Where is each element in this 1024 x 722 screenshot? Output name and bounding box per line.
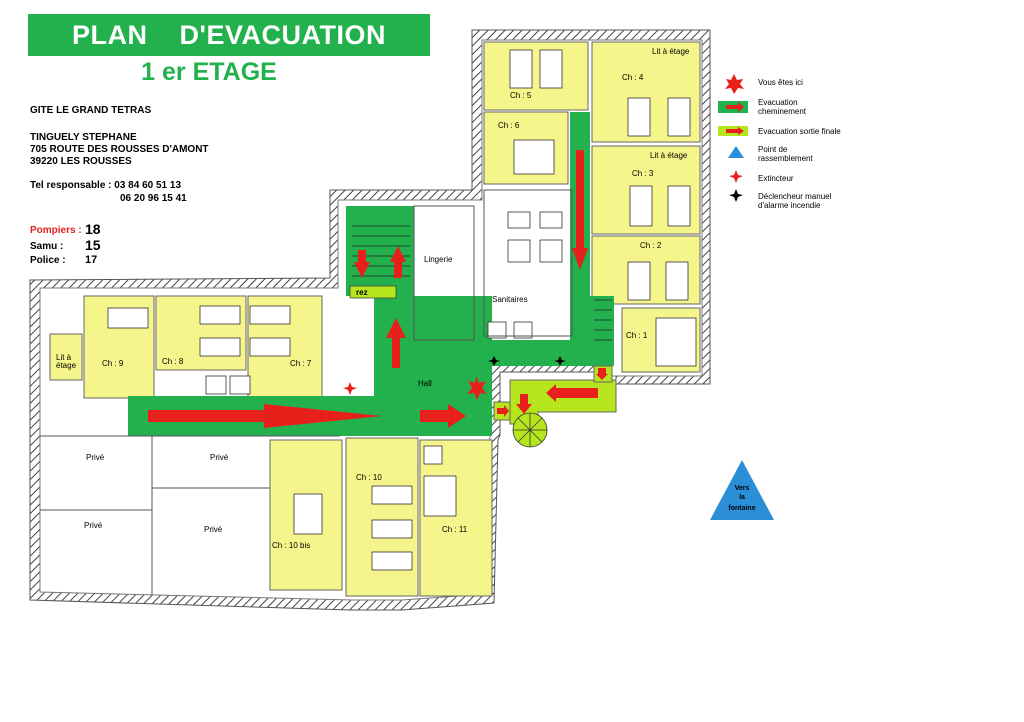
assembly-text-3: fontaine [728,505,755,512]
svg-text:Lit à étage: Lit à étage [650,151,688,160]
svg-text:Sanitaires: Sanitaires [492,295,528,304]
legend-assembly-1: Point de [758,145,788,154]
assembly-point-marker [710,460,774,520]
gite-name: GITE LE GRAND TETRAS [30,105,152,116]
you-are-here-marker [467,376,487,400]
alarm-icon [554,356,566,366]
emergency-number: 18 [85,221,101,237]
room-ch11 [419,439,493,597]
address-line-2: 39220 LES ROUSSES [30,156,132,167]
svg-text:Privé: Privé [210,453,229,462]
svg-text:Ch : 8: Ch : 8 [162,357,184,366]
beds [107,49,697,571]
svg-text:Ch : 2: Ch : 2 [640,241,662,250]
svg-text:Ch : 10: Ch : 10 [356,473,382,482]
svg-text:Ch : 11: Ch : 11 [442,525,468,534]
legend-alarm-1: Déclencheur manuel [758,192,832,201]
legend-extinguisher: Extincteur [758,174,794,183]
rez-marker [349,285,397,299]
emergency-number: 17 [85,254,98,266]
legend-evac-path-1: Evacuation [758,98,798,107]
svg-text:étage: étage [56,361,77,370]
emergency-label: Police : [30,255,66,266]
emergency-samu: Samu : 15 [30,237,101,253]
svg-text:Lit à: Lit à [56,353,72,362]
assembly-icon [728,146,744,158]
legend-alarm-2: d'alarme incendie [758,201,821,210]
svg-text:Ch : 10 bis: Ch : 10 bis [272,541,310,550]
alarm-icon [729,189,743,202]
svg-text:Ch : 1: Ch : 1 [626,331,648,340]
legend [718,74,748,202]
svg-text:Ch : 3: Ch : 3 [632,169,654,178]
svg-text:Hall: Hall [418,379,432,388]
extinguisher-icon [343,382,357,395]
extinguisher-icon [729,170,743,183]
legend-evac-final: Evacuation sortie finale [758,127,841,136]
legend-assembly-2: rassemblement [758,154,813,163]
evacuation-arrows [148,150,608,428]
tel-responsable: Tel responsable : 03 84 60 51 13 [30,180,182,191]
address-line-1: 705 ROUTE DES ROUSSES D'AMONT [30,144,209,155]
svg-text:Ch : 4: Ch : 4 [622,73,644,82]
room-labels: Ch : 5 Ch : 4 Ch : 6 Ch : 3 Ch : 2 Ch : … [56,47,690,550]
svg-text:Privé: Privé [86,453,105,462]
emergency-label: Samu : [30,241,64,252]
assembly-text-2: la [739,494,745,501]
svg-text:Ch : 5: Ch : 5 [510,91,532,100]
svg-text:Lit à étage: Lit à étage [652,47,690,56]
room-ch10 [345,437,419,597]
sanitary-fixtures [205,211,563,465]
spiral-staircase [512,412,548,448]
legend-you-are-here: Vous êtes ici [758,78,803,87]
owner-name: TINGUELY STEPHANE [30,132,137,143]
tel-secondary: 06 20 96 15 41 [120,193,187,204]
emergency-police: Police : 17 [30,254,97,266]
svg-text:Ch : 9: Ch : 9 [102,359,124,368]
emergency-number: 15 [85,237,101,253]
room-lit-etage [49,333,83,381]
alarm-icon [488,356,500,366]
svg-text:Ch : 7: Ch : 7 [290,359,312,368]
you-are-here-icon [725,74,744,94]
interior-walls [40,189,573,596]
floor-label: 1 er ETAGE [141,58,277,86]
emergency-pompiers: Pompiers :18 [30,221,101,237]
svg-text:Privé: Privé [204,525,223,534]
emergency-label: Pompiers : [30,225,82,236]
room-ch5 [483,41,589,111]
assembly-text-1: Vers [735,485,750,492]
svg-text:Privé: Privé [84,521,103,530]
svg-text:Ch : 6: Ch : 6 [498,121,520,130]
legend-evac-path-2: cheminement [758,107,807,116]
rez-label: rez [356,288,368,297]
page-title: PLAN D'EVACUATION [28,14,430,56]
svg-text:Lingerie: Lingerie [424,255,453,264]
